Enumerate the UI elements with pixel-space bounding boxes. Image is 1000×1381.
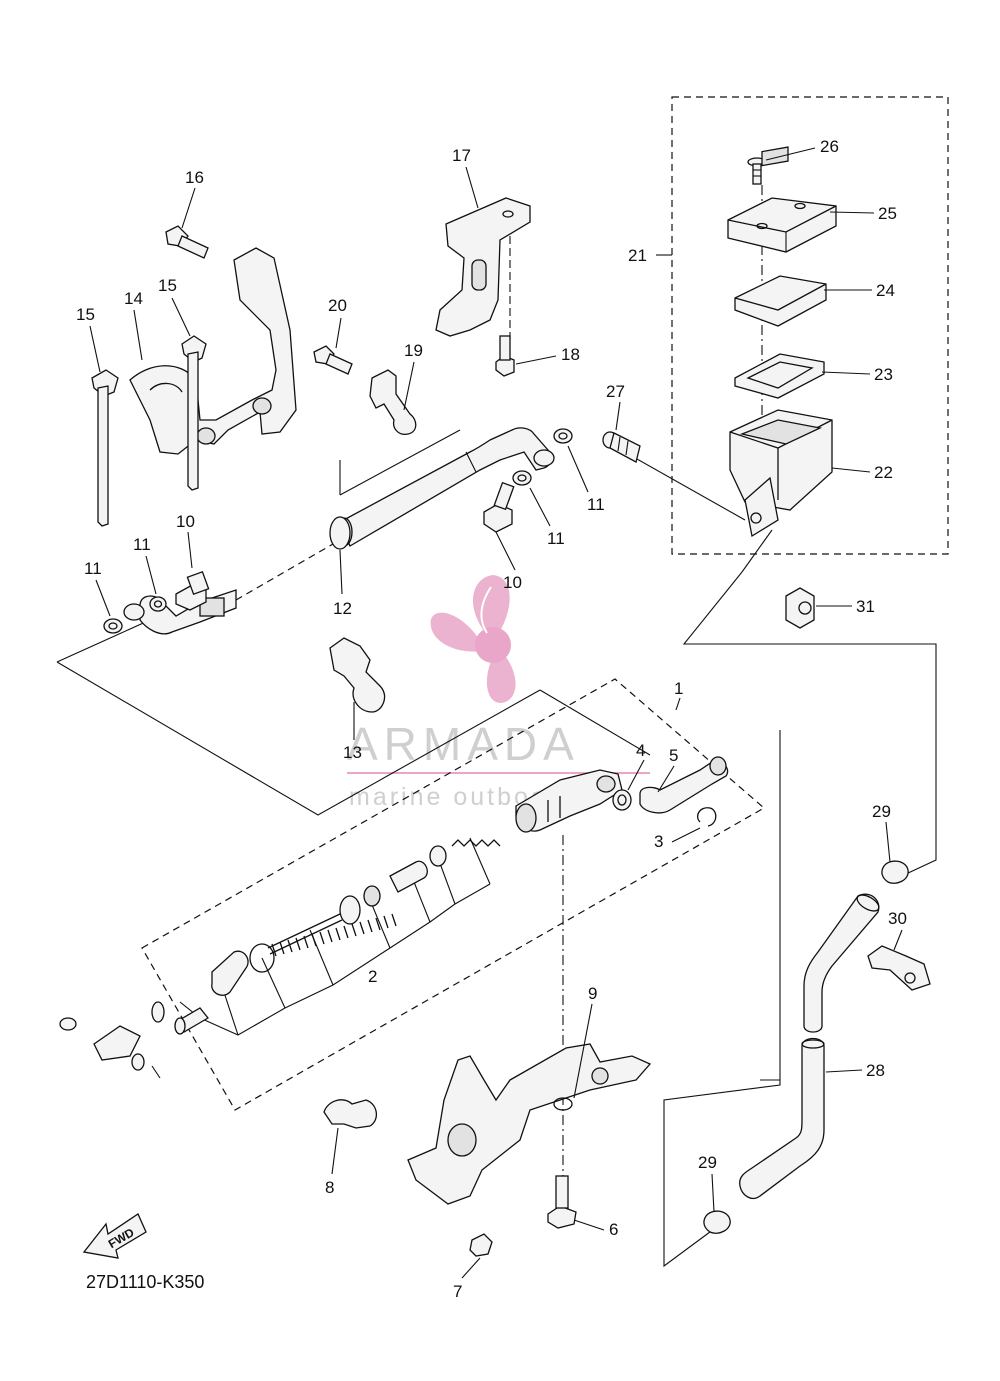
callout-24: 24 — [876, 281, 895, 300]
callout-7: 7 — [453, 1282, 462, 1301]
callout-18: 18 — [561, 345, 580, 364]
diagram-code: 27D1110-K350 — [86, 1272, 204, 1292]
callout-26: 26 — [820, 137, 839, 156]
callout-3: 3 — [654, 832, 663, 851]
cable-tie-15b — [181, 335, 207, 491]
brake-pedal-9 — [407, 1043, 652, 1205]
callout-9: 9 — [588, 984, 597, 1003]
grommet-12 — [329, 516, 351, 550]
hose-joint-5 — [639, 756, 729, 814]
callout-20: 20 — [328, 296, 347, 315]
reservoir-diaphragm-23 — [734, 353, 825, 399]
callout-23: 23 — [874, 365, 893, 384]
master-cylinder-body — [515, 769, 623, 833]
propeller-logo-icon — [430, 575, 516, 703]
callout-4: 4 — [636, 741, 645, 760]
push-rod — [174, 1007, 209, 1035]
leader-lines — [56, 185, 937, 1268]
brake-hose-lower — [123, 589, 237, 635]
clip-31 — [785, 587, 815, 629]
o-ring-4 — [612, 789, 632, 811]
hose-clip-30 — [867, 945, 931, 991]
callout-labels: 1 2 3 4 5 6 7 8 9 10 10 11 11 11 11 12 1… — [76, 137, 907, 1301]
circlip-3 — [696, 807, 717, 827]
callout-8: 8 — [325, 1178, 334, 1197]
bolt-20 — [313, 345, 353, 375]
callout-15b: 15 — [158, 276, 177, 295]
washer-11d — [512, 470, 532, 486]
callout-29b: 29 — [698, 1153, 717, 1172]
fwd-arrow-icon: FWD — [82, 1213, 147, 1259]
callout-11c: 11 — [587, 495, 605, 514]
hose-break-line — [235, 539, 341, 601]
callout-22: 22 — [874, 463, 893, 482]
callout-19: 19 — [404, 341, 423, 360]
bolt-27 — [602, 431, 641, 463]
callout-5: 5 — [669, 746, 678, 765]
bolt-6 — [547, 1175, 577, 1229]
callout-27: 27 — [606, 382, 625, 401]
clevis-assembly — [59, 1001, 165, 1079]
reservoir-diaphragm-plate-24 — [734, 146, 827, 327]
return-spring-small — [451, 839, 501, 847]
hose-28-upper — [803, 893, 880, 1033]
piston-spring — [267, 913, 397, 957]
callout-12: 12 — [333, 599, 352, 618]
callout-11a: 11 — [84, 559, 102, 578]
callout-2: 2 — [368, 967, 377, 986]
callout-14: 14 — [124, 289, 143, 308]
callout-10b: 10 — [503, 573, 522, 592]
callout-1: 1 — [674, 679, 683, 698]
callout-6: 6 — [609, 1220, 618, 1239]
callout-31: 31 — [856, 597, 875, 616]
callout-29a: 29 — [872, 802, 891, 821]
bolt-16 — [165, 225, 209, 259]
union-bolt-10a — [175, 570, 210, 611]
callout-21: 21 — [628, 246, 647, 265]
cable-tie-15a — [91, 369, 119, 527]
nut-7 — [469, 1233, 493, 1257]
bolt-18 — [495, 335, 515, 377]
brake-hose-upper — [335, 427, 555, 547]
hose-clamp-29-upper — [881, 860, 909, 884]
reservoir-cap-25 — [727, 197, 837, 253]
callout-28: 28 — [866, 1061, 885, 1080]
hose-28-lower — [739, 1037, 825, 1200]
piston-rod — [339, 845, 447, 925]
union-bolt-10b — [483, 481, 515, 533]
bracket-14 — [129, 247, 297, 455]
callout-leaders — [89, 147, 903, 1279]
master-cylinder-assembly-box — [141, 678, 766, 1111]
callout-13: 13 — [343, 743, 362, 762]
callout-30: 30 — [888, 909, 907, 928]
callout-15a: 15 — [76, 305, 95, 324]
callout-11d: 11 — [547, 529, 565, 548]
washer-11a — [103, 618, 123, 634]
reservoir-body-22 — [729, 409, 833, 538]
clamp-19 — [369, 369, 417, 435]
washer-11b — [149, 596, 167, 612]
washer-11c — [553, 428, 573, 444]
dust-boot — [211, 943, 275, 996]
callout-25: 25 — [878, 204, 897, 223]
callout-17: 17 — [452, 146, 471, 165]
callout-10a: 10 — [176, 512, 195, 531]
reservoir-assembly-box — [671, 96, 949, 555]
bracket-17 — [435, 197, 531, 337]
watermark-brand: ARMADA — [347, 718, 580, 770]
callout-16: 16 — [185, 168, 204, 187]
hose-clamp-13 — [329, 637, 386, 713]
callout-11b: 11 — [133, 535, 151, 554]
clip-8 — [323, 1099, 377, 1129]
hose-clamp-29-lower — [703, 1210, 731, 1234]
